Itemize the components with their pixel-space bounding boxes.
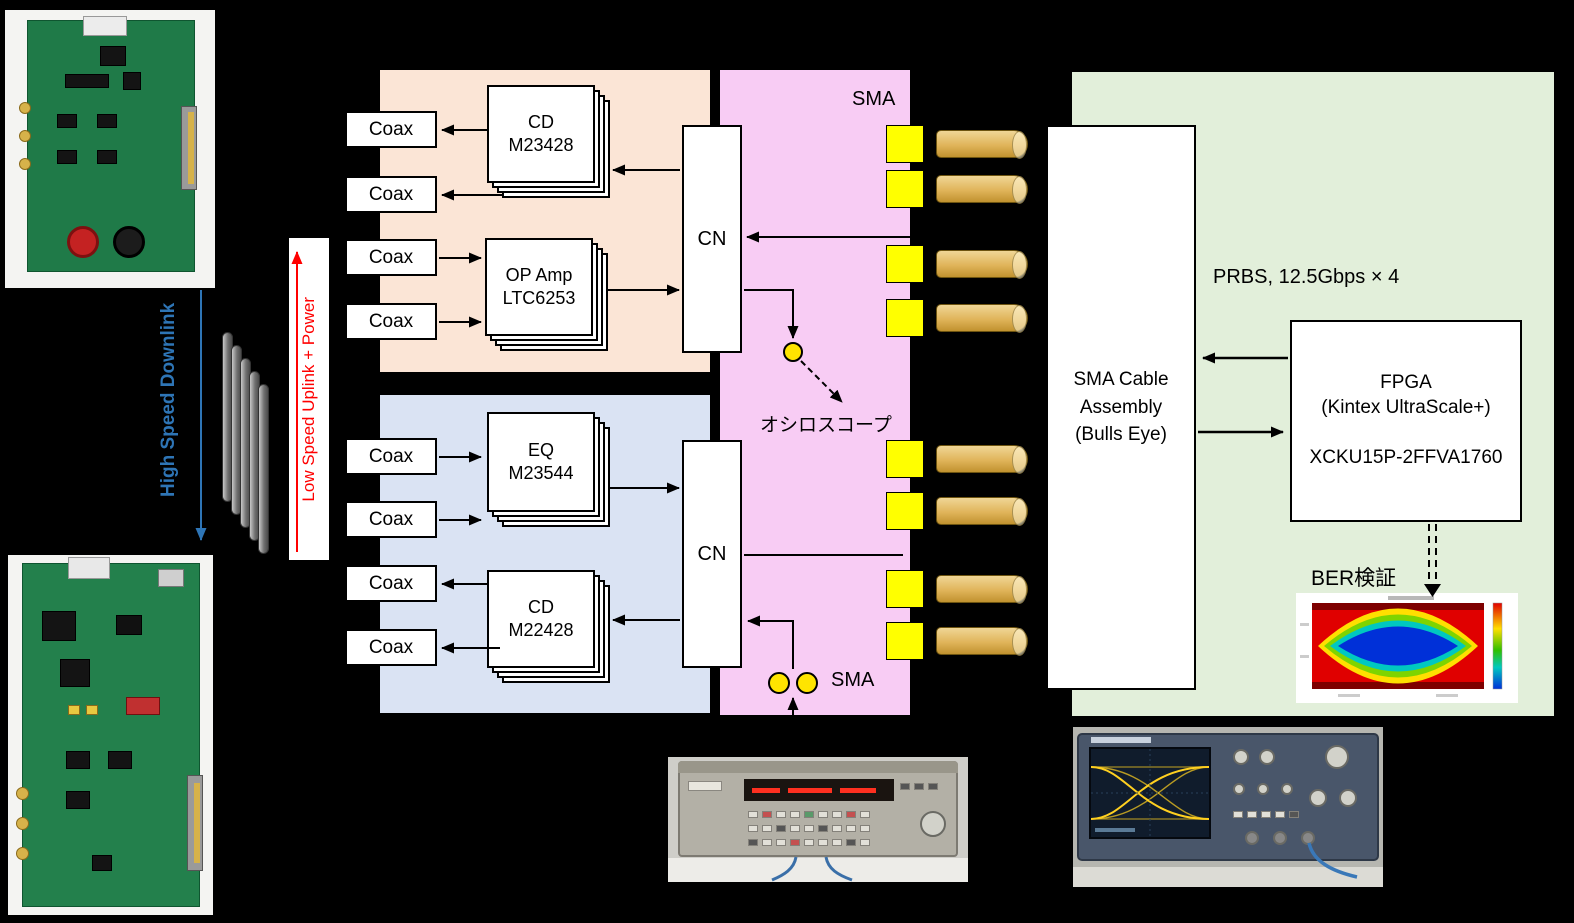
fpga-line1: FPGA: [1380, 371, 1432, 393]
dip-switch: [126, 697, 160, 715]
main-knob: [1325, 745, 1349, 769]
coax-label: Coax: [368, 118, 414, 140]
fpga-box: FPGA (Kintex UltraScale+) XCKU15P-2FFVA1…: [1290, 320, 1522, 522]
coax-label: Coax: [368, 572, 414, 594]
opamp-title: OP Amp: [505, 264, 573, 285]
sma-cable-assembly-box: SMA Cable Assembly (Bulls Eye): [1046, 125, 1196, 690]
high-speed-downlink-label: High Speed Downlink: [158, 302, 179, 498]
cn-label: CN: [697, 542, 727, 565]
cd-title: CD: [528, 111, 554, 132]
sma-cable-barrel: [936, 445, 1028, 474]
opamp-part: LTC6253: [502, 288, 576, 308]
sma-region: [720, 70, 910, 715]
rca-connector-red: [67, 226, 99, 258]
cables: [1307, 842, 1358, 879]
table-surface: [1073, 867, 1383, 887]
prbs-label: PRBS, 12.5Gbps × 4: [1213, 266, 1400, 288]
cn-connector-bottom: CN: [682, 440, 742, 668]
pcb-board-photo-top: [5, 10, 215, 288]
sma-cable-barrel: [936, 627, 1028, 656]
coax-label: Coax: [368, 445, 414, 467]
opamp-ltc6253-box: OP Amp LTC6253: [485, 238, 593, 336]
low-speed-uplink-label: Low Speed Uplink + Power: [299, 296, 318, 502]
sma-input-connector-2: [796, 672, 818, 694]
cn-label: CN: [697, 227, 727, 250]
oscilloscope-label: オシロスコープ: [760, 415, 892, 436]
sma-connector-square: [886, 570, 924, 608]
sma-label-top: SMA: [852, 88, 896, 110]
coax-box-6: Coax: [345, 501, 437, 538]
coax-label: Coax: [368, 508, 414, 530]
coax-label: Coax: [368, 183, 414, 205]
eq-m23544-box: EQ M23544: [487, 412, 595, 512]
sma-connector-square: [886, 299, 924, 337]
cd-m22428-box: CD M22428: [487, 570, 595, 668]
cables: [771, 856, 853, 882]
sma-connector-square: [886, 245, 924, 283]
eq-title: EQ: [527, 439, 554, 460]
ber-label: BER検証: [1311, 567, 1397, 590]
bnc-connector: [1273, 831, 1287, 845]
cd-part: M23428: [508, 135, 574, 155]
sma-connector-square: [886, 440, 924, 478]
coax-box-3: Coax: [345, 239, 437, 276]
sma-cable-barrel: [936, 497, 1028, 526]
sma-cable-barrel: [936, 304, 1028, 333]
sma-connector-square: [886, 622, 924, 660]
table-surface: [668, 858, 968, 882]
sma-connector-square: [886, 170, 924, 208]
coax-box-2: Coax: [345, 176, 437, 213]
sma-assembly-line1: SMA Cable: [1073, 369, 1169, 391]
coax-box-8: Coax: [345, 629, 437, 666]
signal-generator-photo: [668, 757, 968, 882]
coax-label: Coax: [368, 310, 414, 332]
coax-label: Coax: [368, 246, 414, 268]
coax-box-5: Coax: [345, 438, 437, 475]
coax-label: Coax: [368, 636, 414, 658]
fpga-line2: (Kintex UltraScale+): [1321, 396, 1491, 418]
frequency-knob: [920, 811, 946, 837]
sma-cable-barrel: [936, 130, 1028, 159]
cd-title: CD: [528, 596, 554, 617]
eye-pattern: [1090, 749, 1210, 837]
fpga-part-number: XCKU15P-2FFVA1760: [1309, 447, 1503, 469]
coax-box-1: Coax: [345, 111, 437, 148]
eq-part: M23544: [508, 463, 574, 483]
sma-input-connector-1: [768, 672, 790, 694]
cd-part: M22428: [508, 620, 574, 640]
sma-assembly-line3: (Bulls Eye): [1075, 424, 1167, 446]
coax-box-7: Coax: [345, 565, 437, 602]
cd-m23428-box: CD M23428: [487, 85, 595, 183]
board-connector: [83, 16, 127, 36]
coax-box-4: Coax: [345, 303, 437, 340]
sma-cable-barrel: [936, 175, 1028, 204]
sma-cable-barrel: [936, 250, 1028, 279]
sma-connector-square: [886, 492, 924, 530]
cn-connector-top: CN: [682, 125, 742, 353]
scope-screen: [1089, 747, 1211, 839]
sma-probe-point: [783, 342, 803, 362]
bnc-connector: [1245, 831, 1259, 845]
rca-connector-black: [113, 226, 145, 258]
pcb-board-photo-bottom: [8, 555, 213, 915]
usb-connector: [68, 557, 110, 579]
sma-connector-square: [886, 125, 924, 163]
sma-label-bottom: SMA: [831, 669, 875, 691]
oscilloscope-photo: [1073, 727, 1383, 887]
ber-eye-diagram: [1296, 593, 1518, 703]
low-speed-uplink-label-box: Low Speed Uplink + Power: [289, 238, 329, 560]
sma-cable-barrel: [936, 575, 1028, 604]
sma-assembly-line2: Assembly: [1079, 396, 1163, 418]
